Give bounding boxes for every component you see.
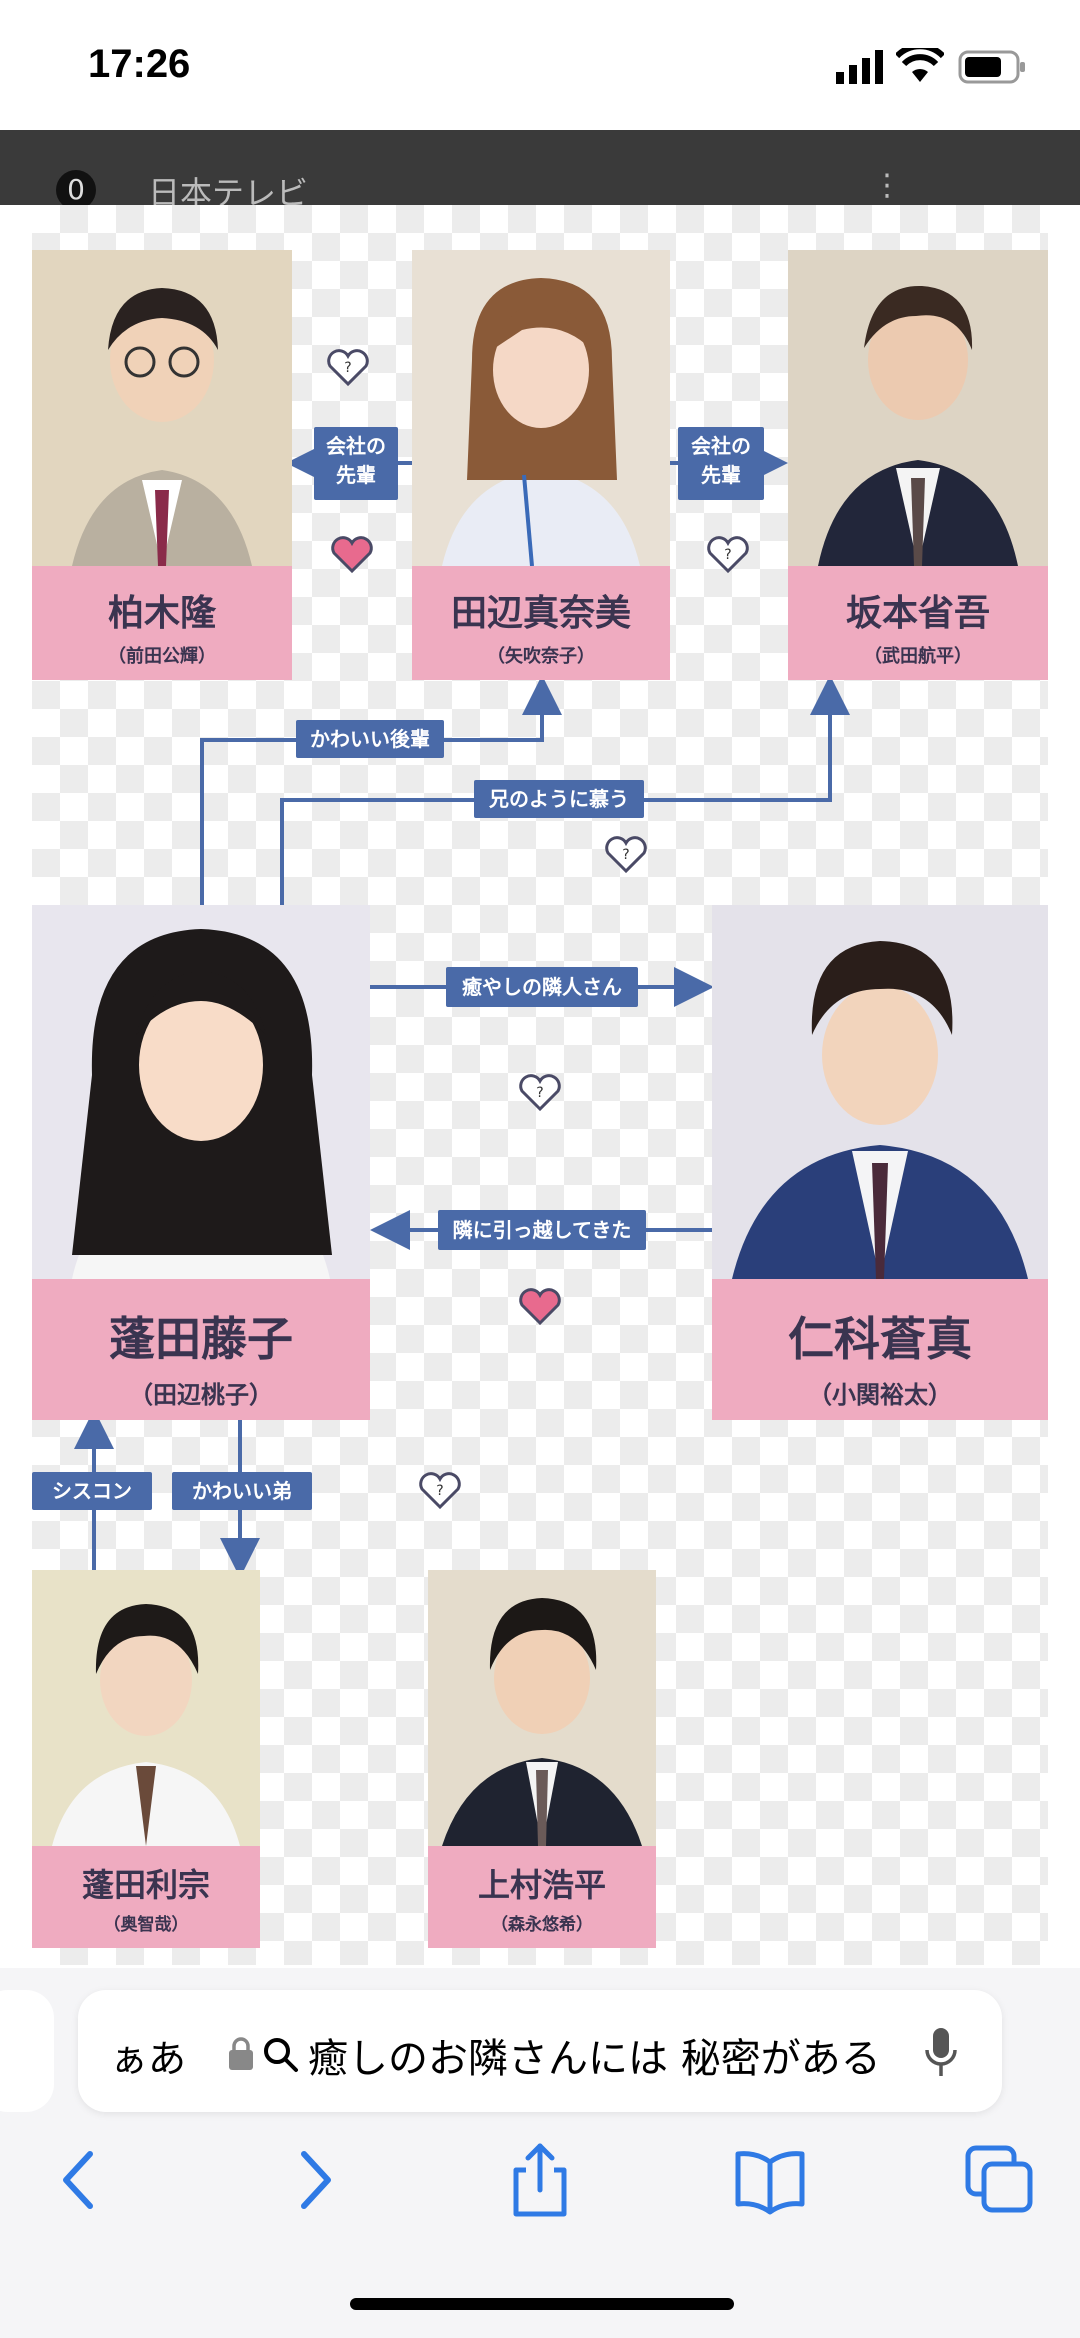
character-card-kashiwagi[interactable]: 柏木隆 （前田公輝） xyxy=(32,250,292,680)
relation-label-siscon: シスコン xyxy=(32,1472,152,1510)
nameplate: 田辺真奈美 （矢吹奈子） xyxy=(412,566,670,680)
portrait-image xyxy=(712,905,1048,1279)
actor-name: （奥智哉） xyxy=(103,1915,189,1935)
heart-question-icon: ? xyxy=(519,1074,561,1112)
portrait-image xyxy=(788,250,1048,566)
character-name: 上村浩平 xyxy=(477,1866,606,1904)
character-photo xyxy=(412,250,670,566)
relationship-chart: 柏木隆 （前田公輝） 田辺真奈美 （矢吹奈子） xyxy=(32,205,1048,1965)
svg-text:?: ? xyxy=(344,360,351,376)
relation-label-cute-brother: かわいい弟 xyxy=(172,1472,312,1510)
character-photo xyxy=(32,250,292,566)
nameplate: 蓬田利宗 （奥智哉） xyxy=(32,1846,260,1948)
actor-name: （矢吹奈子） xyxy=(487,646,595,667)
character-photo xyxy=(712,905,1048,1279)
relation-label-company-senior: 会社の 先輩 xyxy=(678,427,764,500)
battery-icon xyxy=(958,50,1025,84)
actor-name: （武田航平） xyxy=(864,646,972,667)
url-text[interactable]: 癒しのお隣さんには 秘密がある xyxy=(308,2036,881,2082)
character-card-yomogita-toshimune[interactable]: 蓬田利宗 （奥智哉） xyxy=(32,1570,260,1948)
site-title[interactable]: 日本テレビ xyxy=(148,175,309,205)
character-photo xyxy=(788,250,1048,566)
heart-question-icon: ? xyxy=(419,1472,461,1510)
character-card-kamimura-kohei[interactable]: 上村浩平 （森永悠希） xyxy=(428,1570,656,1948)
heart-question-icon: ? xyxy=(605,836,647,874)
heart-icon xyxy=(519,1288,561,1326)
search-icon xyxy=(264,2038,298,2072)
svg-text:?: ? xyxy=(724,547,731,563)
nameplate: 仁科蒼真 （小関裕太） xyxy=(712,1279,1048,1420)
portrait-image xyxy=(32,905,370,1279)
signal-icon xyxy=(836,50,883,84)
character-card-sakamoto[interactable]: 坂本省吾 （武田航平） xyxy=(788,250,1048,680)
character-card-tanabe-manami[interactable]: 田辺真奈美 （矢吹奈子） xyxy=(412,250,670,680)
heart-icon xyxy=(331,536,373,574)
character-name: 坂本省吾 xyxy=(845,592,990,634)
nameplate: 柏木隆 （前田公輝） xyxy=(32,566,292,680)
relation-label-cute-junior: かわいい後輩 xyxy=(296,720,444,758)
forward-button-icon[interactable] xyxy=(274,2140,354,2220)
relation-label-like-big-brother: 兄のように慕う xyxy=(474,780,644,818)
site-header: 0 日本テレビ ⋮ xyxy=(0,130,1080,205)
character-name: 仁科蒼真 xyxy=(788,1312,972,1366)
portrait-image xyxy=(32,250,292,566)
character-card-yomogita-fujiko[interactable]: 蓬田藤子 （田辺桃子） xyxy=(32,905,370,1420)
heart-question-icon: ? xyxy=(327,349,369,387)
portrait-image xyxy=(32,1570,260,1846)
portrait-image xyxy=(428,1570,656,1846)
nameplate: 坂本省吾 （武田航平） xyxy=(788,566,1048,680)
actor-name: （前田公輝） xyxy=(108,646,216,667)
share-button-icon[interactable] xyxy=(500,2140,580,2220)
more-menu-icon[interactable]: ⋮ xyxy=(872,168,902,203)
back-button-icon[interactable] xyxy=(40,2140,120,2220)
actor-name: （小関裕太） xyxy=(808,1380,952,1409)
svg-text:?: ? xyxy=(622,847,629,863)
relation-label-company-senior: 会社の 先輩 xyxy=(314,427,398,500)
home-indicator[interactable] xyxy=(350,2298,734,2310)
bookmarks-button-icon[interactable] xyxy=(730,2140,810,2220)
character-name: 蓬田藤子 xyxy=(109,1312,293,1366)
svg-text:?: ? xyxy=(436,1483,443,1499)
relation-label-healing-neighbor: 癒やしの隣人さん xyxy=(446,967,638,1007)
status-time: 17:26 xyxy=(88,42,191,86)
previous-tab-preview[interactable] xyxy=(0,1990,54,2112)
character-name: 田辺真奈美 xyxy=(450,592,631,634)
heart-question-icon: ? xyxy=(707,536,749,574)
wifi-icon xyxy=(896,48,944,82)
character-name: 蓬田利宗 xyxy=(81,1866,210,1904)
reader-settings-button[interactable]: ぁあ xyxy=(110,2037,187,2081)
character-name: 柏木隆 xyxy=(107,592,216,634)
character-photo xyxy=(32,1570,260,1846)
nameplate: 上村浩平 （森永悠希） xyxy=(428,1846,656,1948)
actor-name: （田辺桃子） xyxy=(129,1380,273,1409)
nameplate: 蓬田藤子 （田辺桃子） xyxy=(32,1279,370,1420)
tabs-button-icon[interactable] xyxy=(960,2140,1040,2220)
relation-label-moved-next-door: 隣に引っ越してきた xyxy=(438,1210,646,1250)
character-photo xyxy=(32,905,370,1279)
character-card-nishina-souma[interactable]: 仁科蒼真 （小関裕太） xyxy=(712,905,1048,1420)
actor-name: （森永悠希） xyxy=(491,1915,593,1935)
microphone-icon[interactable] xyxy=(922,2026,960,2080)
character-photo xyxy=(428,1570,656,1846)
site-logo-icon[interactable]: 0 xyxy=(56,170,96,205)
lock-icon xyxy=(229,2037,253,2070)
svg-text:?: ? xyxy=(536,1085,543,1101)
portrait-image xyxy=(412,250,670,566)
status-bar xyxy=(0,0,1080,130)
